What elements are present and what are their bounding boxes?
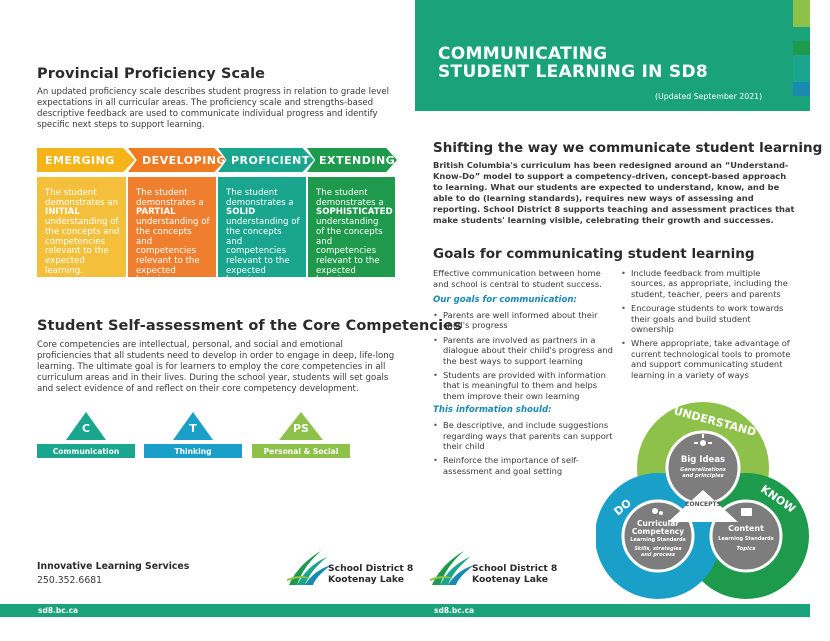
right-footer: sd8.bc.ca bbox=[415, 604, 810, 617]
goals-right-column: Include feedback from multiple sources, … bbox=[621, 268, 793, 384]
box-text: understanding of the concepts and compet… bbox=[316, 217, 383, 286]
box-text: understanding of the concepts and compet… bbox=[226, 217, 300, 286]
box-proficient: The student demonstrates a SOLID underst… bbox=[218, 177, 306, 285]
our-goals-heading: Our goals for communication: bbox=[433, 295, 577, 305]
folder-icon bbox=[741, 508, 752, 516]
proficiency-scale-arrows: EMERGING DEVELOPING PROFICIENT EXTENDING bbox=[37, 148, 397, 172]
competency-letter: PS bbox=[293, 422, 309, 435]
list-item: Include feedback from multiple sources, … bbox=[621, 268, 793, 299]
logo-line1: School District 8 bbox=[472, 563, 558, 574]
triangle-icon bbox=[66, 412, 106, 440]
competency-letter: C bbox=[81, 422, 91, 435]
list-item: Reinforce the importance of self-assessm… bbox=[433, 455, 613, 476]
goals-heading: Goals for communicating student learning bbox=[433, 246, 755, 262]
shifting-text: British Columbia's curriculum has been r… bbox=[433, 160, 795, 225]
competency-label: Communication bbox=[37, 444, 135, 458]
competency-label: Thinking bbox=[144, 444, 242, 458]
self-assessment-heading: Student Self-assessment of the Core Comp… bbox=[37, 318, 462, 334]
box-text: The student demonstrates a bbox=[316, 188, 384, 208]
box-emerging: The student demonstrates an INITIAL unde… bbox=[37, 177, 126, 277]
understand-know-do-diagram: Big Ideas Generalizations and principles… bbox=[596, 402, 809, 599]
triangle-icon bbox=[173, 412, 213, 440]
goals-intro: Effective communication between home and… bbox=[433, 268, 602, 289]
contact-name: Innovative Learning Services bbox=[37, 561, 190, 572]
box-text: The student demonstrates an bbox=[45, 188, 119, 208]
arrow-developing: DEVELOPING bbox=[128, 148, 226, 172]
concepts-label: CONCEPTS bbox=[685, 501, 721, 508]
should-heading: This information should: bbox=[433, 405, 552, 416]
concepts-triangle bbox=[668, 490, 738, 522]
arrow-proficient: PROFICIENT bbox=[218, 148, 314, 172]
list-item: Where appropriate, take advantage of cur… bbox=[621, 338, 793, 380]
competency-letter: T bbox=[189, 422, 197, 435]
box-key: INITIAL bbox=[45, 207, 80, 218]
curricular-label: Curricular bbox=[637, 519, 679, 528]
sd8-logo-icon bbox=[428, 545, 478, 589]
big-ideas-sub2: and principles bbox=[682, 473, 723, 479]
learning-standards-do: Learning Standards bbox=[630, 537, 685, 543]
gears-icon bbox=[652, 508, 663, 515]
box-key: PARTIAL bbox=[136, 207, 176, 218]
title-line2: STUDENT LEARNING IN SD8 bbox=[438, 62, 709, 82]
arrow-emerging: EMERGING bbox=[37, 148, 135, 172]
list-item: Encourage students to work towards their… bbox=[621, 303, 793, 334]
footer-url[interactable]: sd8.bc.ca bbox=[434, 606, 475, 615]
competency-personal-social: PS Personal & Social bbox=[252, 412, 350, 462]
title-band bbox=[415, 0, 793, 111]
proficiency-heading: Provincial Proficiency Scale bbox=[37, 66, 266, 82]
box-text: The student demonstrates a bbox=[136, 188, 204, 208]
box-extending: The student demonstrates a SOPHISTICATED… bbox=[308, 177, 395, 285]
learning-standards-know: Learning Standards bbox=[718, 536, 773, 542]
logo-line2: Kootenay Lake bbox=[472, 574, 548, 585]
big-ideas-sub1: Generalizations bbox=[680, 467, 726, 473]
competency-communication: C Communication bbox=[37, 412, 135, 462]
list-item: Parents are involved as partners in a di… bbox=[433, 335, 613, 366]
shifting-heading: Shifting the way we communicate student … bbox=[433, 140, 823, 156]
right-goals-list: Include feedback from multiple sources, … bbox=[621, 268, 793, 380]
arrow-extending: EXTENDING bbox=[307, 148, 397, 172]
competency-label: Personal & Social bbox=[252, 444, 350, 458]
lightbulb-icon bbox=[694, 434, 712, 446]
self-assessment-text: Core competencies are intellectual, pers… bbox=[37, 340, 395, 394]
big-ideas-label: Big Ideas bbox=[681, 455, 725, 465]
competency-thinking: T Thinking bbox=[144, 412, 242, 462]
skills-line2: and process bbox=[641, 552, 675, 558]
box-text: understanding of the concepts and compet… bbox=[136, 217, 210, 286]
left-footer: sd8.bc.ca bbox=[0, 604, 415, 617]
contact-phone: 250.352.6681 bbox=[37, 575, 103, 586]
updated-date: (Updated September 2021) bbox=[655, 92, 763, 101]
box-text: understanding of the concepts and compet… bbox=[45, 217, 120, 276]
color-stripes bbox=[793, 0, 810, 111]
list-item: Parents are well informed about their ch… bbox=[433, 310, 613, 331]
box-developing: The student demonstrates a PARTIAL under… bbox=[128, 177, 216, 285]
competency-label: Competency bbox=[632, 527, 684, 536]
triangle-icon bbox=[279, 412, 323, 440]
our-goals-list: Parents are well informed about their ch… bbox=[433, 310, 613, 401]
sd8-logo-icon bbox=[285, 545, 335, 589]
skills-line1: Skills, strategies bbox=[634, 546, 681, 552]
logo-line1: School District 8 bbox=[328, 563, 414, 574]
box-text: The student demonstrates a bbox=[226, 188, 294, 208]
content-label: Content bbox=[728, 524, 764, 533]
box-key: SOLID bbox=[226, 207, 256, 218]
topics-label: Topics bbox=[736, 546, 756, 552]
footer-url[interactable]: sd8.bc.ca bbox=[38, 606, 79, 615]
title-line1: COMMUNICATING bbox=[438, 44, 608, 64]
box-key: SOPHISTICATED bbox=[316, 207, 393, 218]
list-item: Be descriptive, and include suggestions … bbox=[433, 420, 613, 451]
proficiency-intro: An updated proficiency scale describes s… bbox=[37, 87, 390, 130]
logo-line2: Kootenay Lake bbox=[328, 574, 404, 585]
goals-left-column: Effective communication between home and… bbox=[433, 268, 613, 480]
list-item: Students are provided with information t… bbox=[433, 370, 613, 401]
should-list: Be descriptive, and include suggestions … bbox=[433, 420, 613, 476]
